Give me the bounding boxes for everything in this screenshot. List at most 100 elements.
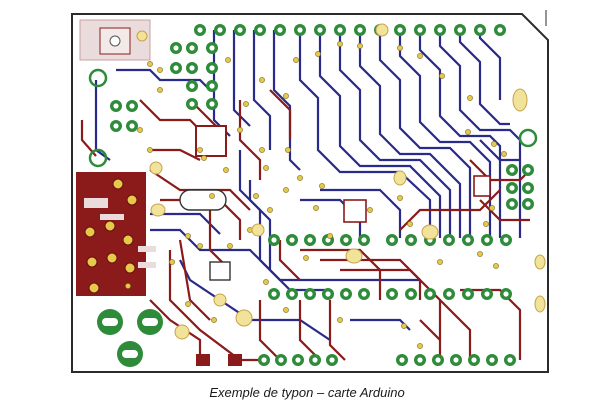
via [259,77,265,83]
via [237,127,243,133]
header-pin-hole [453,357,459,363]
icsp-pin-hole [189,83,195,89]
icsp-pad-grid-right [506,164,534,210]
header-pin-hole [317,27,323,33]
pad-hole [129,103,135,109]
icsp-pin-hole [173,45,179,51]
via [147,147,153,153]
via [197,147,203,153]
copper-pour-pads [84,178,138,294]
via [243,101,249,107]
reset-button-pad [109,35,121,47]
via [283,187,289,193]
pad-hole [113,123,119,129]
bottom-header-pins [258,354,516,366]
icsp-pin-hole [509,201,515,207]
header-pin-hole [237,27,243,33]
via [439,73,445,79]
icsp-pin-hole [525,185,531,191]
via [197,243,203,249]
via [303,255,309,261]
icsp-pin-hole [189,45,195,51]
header-pin-hole [437,27,443,33]
header-pin-hole [217,27,223,33]
icsp-pin-hole [209,45,215,51]
via [477,251,483,257]
header-pin-hole [197,27,203,33]
via [491,141,497,147]
icsp-pin-hole [509,185,515,191]
figure-caption: Exemple de typon – carte Arduino [209,385,405,400]
via [157,87,163,93]
header-pin-hole [257,27,263,33]
header-pin-hole [361,237,367,243]
header-pin-hole [446,237,452,243]
icsp-pin-hole [209,65,215,71]
via [465,129,471,135]
header-pin-hole [277,27,283,33]
header-pin-hole [446,291,452,297]
header-pin-hole [271,291,277,297]
mounting-holes [88,68,538,168]
via [417,53,423,59]
via-dots [125,41,507,349]
via [267,207,273,213]
via [293,57,299,63]
via [223,167,229,173]
via [125,283,131,289]
via [283,93,289,99]
icsp-pin-hole [189,101,195,107]
header-pin-hole [343,291,349,297]
via [209,193,215,199]
via [185,301,191,307]
via [501,151,507,157]
icsp-pin-hole [525,167,531,173]
via [313,205,319,211]
oval-pads [136,23,546,340]
crystal-footprint [179,189,227,211]
header-pin-hole [278,357,284,363]
header-pin-hole [361,291,367,297]
header-pin-hole [477,27,483,33]
via [285,147,291,153]
header-pin-hole [507,357,513,363]
header-pin-hole [417,27,423,33]
regulator-footprint [209,261,231,281]
via [315,51,321,57]
via [225,57,231,63]
header-pin-hole [489,357,495,363]
header-pin-hole [427,291,433,297]
icsp-pin-hole [209,83,215,89]
header-pin-hole [503,237,509,243]
header-pin-hole [457,27,463,33]
icsp-pin-hole [525,201,531,207]
via [489,205,495,211]
smd-pad-group-2 [228,354,242,366]
icsp-pin-hole [173,65,179,71]
header-pin-hole [271,237,277,243]
via [337,41,343,47]
icsp-pad-grid [170,42,218,110]
via [253,193,259,199]
header-pin-hole [312,357,318,363]
via [367,207,373,213]
header-pin-hole [357,27,363,33]
pad-hole [129,123,135,129]
icsp-pin-hole [209,101,215,107]
via [137,127,143,133]
header-pin-hole [484,237,490,243]
header-pin-hole [503,291,509,297]
header-pin-hole [435,357,441,363]
header-pin-hole [297,27,303,33]
via [417,343,423,349]
via [263,279,269,285]
via [157,67,163,73]
left-pad-group [110,100,138,132]
via [437,259,443,265]
header-pin-hole [289,237,295,243]
power-jack-pads [97,309,163,367]
via [319,183,325,189]
copper-pour-slots [84,198,156,268]
via [397,45,403,51]
small-ic-footprint-2 [473,175,491,197]
